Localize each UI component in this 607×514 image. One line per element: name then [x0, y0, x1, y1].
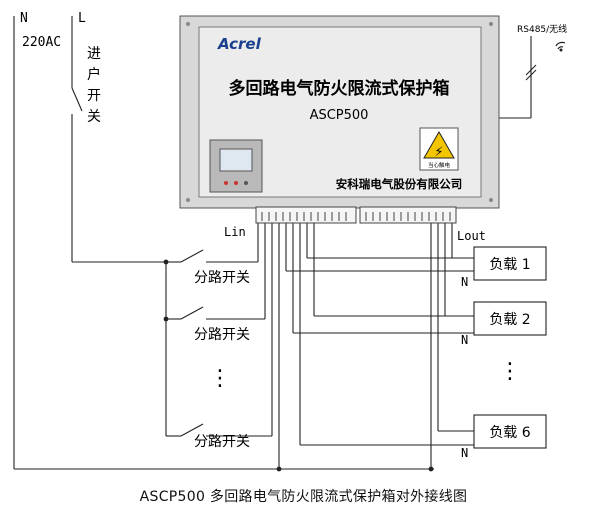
- load-box-1: [473, 246, 547, 281]
- brand-logo: Acrel: [217, 35, 262, 53]
- box-company: 安科瑞电气股份有限公司: [336, 177, 463, 191]
- protection-box: [179, 15, 500, 209]
- branch-switch-label: 分路开关: [194, 327, 250, 343]
- load-box-2: [473, 301, 547, 336]
- branch-switch-blade: [180, 306, 204, 320]
- main-switch-label-3: 关: [87, 109, 101, 125]
- ellipsis-right: ⋮: [499, 359, 521, 384]
- box-title: 多回路电气防火限流式保护箱: [229, 78, 450, 99]
- load-box-6: [473, 414, 547, 449]
- branch-switch-blade: [180, 249, 204, 263]
- n-label: N: [20, 11, 28, 26]
- main-switch-label-0: 进: [87, 46, 101, 62]
- branch-switch-label: 分路开关: [194, 270, 250, 286]
- box-model: ASCP500: [310, 108, 369, 123]
- load-1-label: 负载 1: [489, 257, 530, 273]
- main-switch-label-2: 开: [87, 88, 101, 104]
- ellipsis-left: ⋮: [209, 366, 231, 391]
- l-label: L: [78, 11, 86, 26]
- terminal-block-in: [255, 206, 357, 224]
- branch-switch-blade: [180, 423, 204, 437]
- load-6-n-label: N: [461, 446, 468, 460]
- branch-switch-label: 分路开关: [194, 434, 250, 450]
- comm-label: RS485/无线: [517, 23, 567, 35]
- load-2-n-label: N: [461, 333, 468, 347]
- load-1-n-label: N: [461, 275, 468, 289]
- warning-text: 当心触电: [428, 161, 451, 169]
- diagram-caption: ASCP500 多回路电气防火限流式保护箱对外接线图: [139, 489, 468, 505]
- lout-label: Lout: [457, 229, 486, 243]
- wifi-icon: [555, 41, 566, 52]
- lin-label: Lin: [224, 225, 246, 239]
- warning-symbol: ⚡: [434, 145, 443, 160]
- main-switch-label-1: 户: [87, 66, 101, 83]
- load-2-label: 负载 2: [489, 312, 530, 328]
- voltage-label: 220AC: [22, 35, 61, 50]
- load-6-label: 负载 6: [489, 425, 530, 441]
